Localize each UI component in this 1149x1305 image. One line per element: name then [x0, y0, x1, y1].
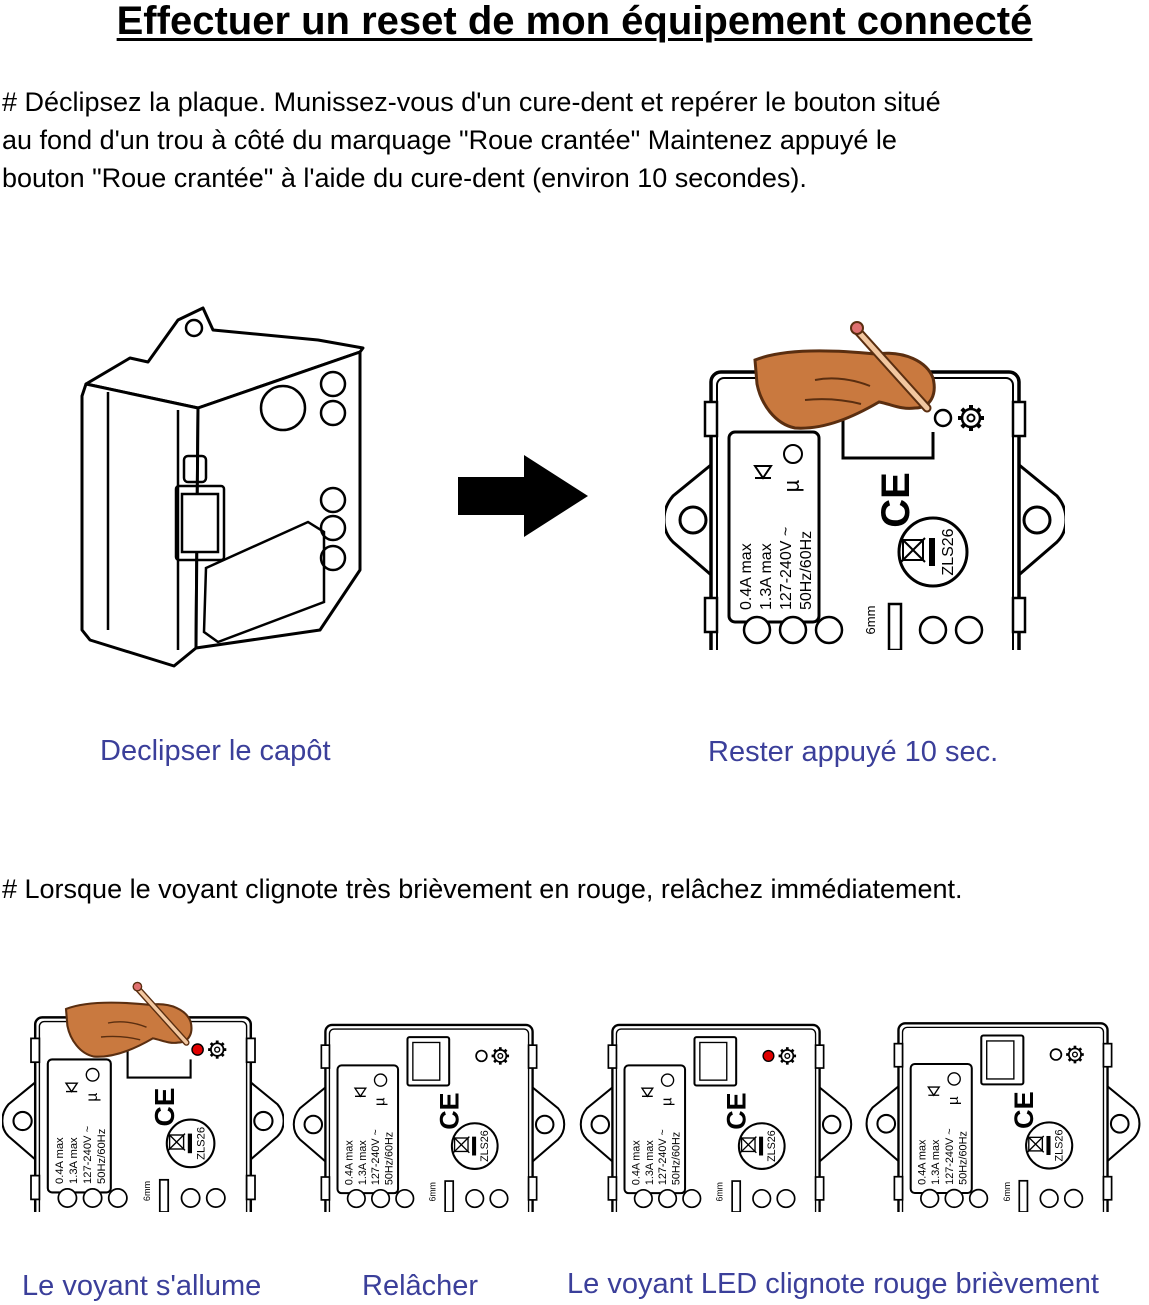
svg-text:CE: CE	[435, 1092, 465, 1129]
svg-text:ZLS26: ZLS26	[766, 1130, 778, 1162]
svg-text:1.3A max: 1.3A max	[68, 1137, 80, 1184]
svg-text:50Hz/60Hz: 50Hz/60Hz	[384, 1132, 396, 1185]
hand-with-toothpick-icon	[64, 981, 193, 1058]
svg-text:0.4A max: 0.4A max	[917, 1139, 929, 1185]
step1-line: au fond d'un trou à côté du marquage "Ro…	[2, 125, 897, 155]
svg-text:1.3A max: 1.3A max	[758, 543, 775, 610]
led-indicator	[762, 1049, 775, 1062]
svg-text:6mm: 6mm	[863, 606, 878, 635]
svg-text:0.4A max: 0.4A max	[738, 543, 755, 610]
svg-text:127-240V ~: 127-240V ~	[82, 1125, 94, 1184]
svg-text:127-240V ~: 127-240V ~	[657, 1129, 669, 1185]
svg-text:ZLS26: ZLS26	[940, 528, 957, 575]
svg-text:ZLS26: ZLS26	[1054, 1129, 1066, 1161]
gear-icon	[1066, 1045, 1084, 1064]
svg-text:6mm: 6mm	[142, 1181, 152, 1201]
svg-text:µ: µ	[945, 1096, 962, 1105]
svg-text:µ: µ	[660, 1097, 676, 1106]
svg-text:0.4A max: 0.4A max	[630, 1140, 642, 1185]
svg-text:1.3A max: 1.3A max	[930, 1139, 942, 1185]
caption-voyant-allume: Le voyant s'allume	[22, 1270, 262, 1302]
caption-rester-appuye: Rester appuyé 10 sec.	[708, 736, 999, 768]
caption-relacher: Relâcher	[362, 1270, 479, 1302]
caption-led-clignote: Le voyant LED clignote rouge brièvement	[567, 1268, 1099, 1300]
caption-declipser: Declipser le capôt	[100, 735, 331, 767]
svg-text:0.4A max: 0.4A max	[54, 1137, 66, 1184]
svg-text:6mm: 6mm	[428, 1182, 438, 1201]
svg-text:127-240V ~: 127-240V ~	[944, 1128, 956, 1184]
step1-instructions: # Déclipsez la plaque. Munissez-vous d'u…	[2, 83, 1142, 197]
svg-text:127-240V ~: 127-240V ~	[778, 527, 795, 610]
svg-text:CE: CE	[1008, 1091, 1039, 1129]
svg-text:0.4A max: 0.4A max	[343, 1140, 355, 1185]
svg-text:µ: µ	[373, 1097, 389, 1106]
svg-text:50Hz/60Hz: 50Hz/60Hz	[96, 1128, 108, 1184]
svg-text:50Hz/60Hz: 50Hz/60Hz	[957, 1131, 969, 1185]
gear-icon	[491, 1047, 510, 1065]
svg-text:CE: CE	[874, 472, 918, 528]
gear-icon	[958, 405, 984, 431]
svg-text:µ: µ	[779, 479, 804, 492]
svg-text:µ: µ	[84, 1093, 101, 1102]
svg-text:ZLS26: ZLS26	[479, 1130, 491, 1162]
gear-icon	[778, 1047, 797, 1065]
svg-text:1.3A max: 1.3A max	[357, 1140, 369, 1185]
hand-with-toothpick-icon	[753, 321, 936, 430]
svg-text:50Hz/60Hz: 50Hz/60Hz	[671, 1132, 683, 1185]
svg-text:CE: CE	[149, 1088, 180, 1127]
step1-line: bouton "Roue crantée" à l'aide du cure-d…	[2, 163, 807, 193]
led-indicator	[191, 1043, 204, 1056]
reset-hole-icon	[475, 1049, 488, 1063]
closed-module-illustration	[80, 306, 365, 668]
svg-text:6mm: 6mm	[715, 1182, 725, 1201]
reset-hole-icon	[1049, 1048, 1063, 1061]
right-arrow-icon	[458, 455, 588, 537]
svg-text:CE: CE	[722, 1092, 752, 1129]
svg-text:ZLS26: ZLS26	[196, 1127, 208, 1160]
svg-text:1.3A max: 1.3A max	[644, 1140, 656, 1185]
step1-line: # Déclipsez la plaque. Munissez-vous d'u…	[2, 87, 941, 117]
page-title: Effectuer un reset de mon équipement con…	[116, 0, 1033, 43]
reset-hole-icon	[933, 408, 953, 428]
step2-instructions: # Lorsque le voyant clignote très briève…	[2, 874, 963, 904]
svg-text:50Hz/60Hz: 50Hz/60Hz	[798, 531, 815, 610]
svg-text:6mm: 6mm	[1002, 1182, 1012, 1202]
gear-icon	[208, 1040, 227, 1059]
svg-text:127-240V ~: 127-240V ~	[370, 1129, 382, 1185]
